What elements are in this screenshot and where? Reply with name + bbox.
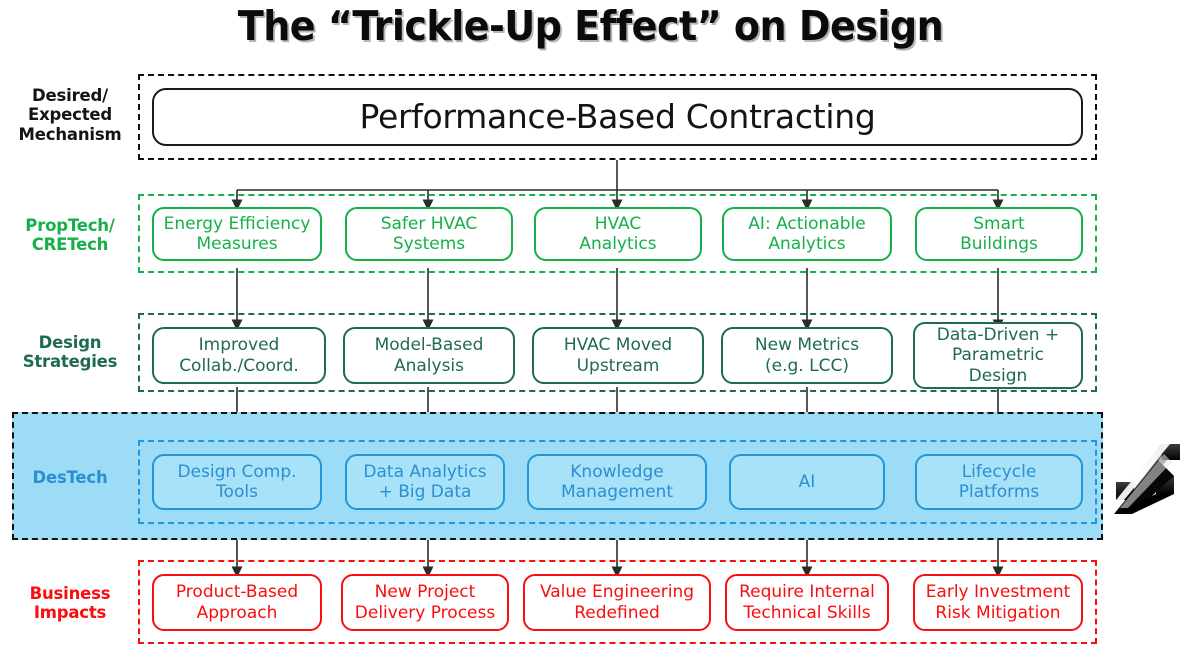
row-label-business-impacts: Business Impacts: [29, 584, 111, 623]
row-label-proptech: PropTech/ CRETech: [25, 216, 115, 255]
node-ai[interactable]: AI: [729, 454, 885, 510]
node-require-internal-technical-skills[interactable]: Require Internal Technical Skills: [725, 574, 889, 631]
node-hvac-analytics[interactable]: HVAC Analytics: [534, 207, 702, 261]
band-design-strategies: [138, 313, 1097, 392]
node-value-engineering-redefined[interactable]: Value Engineering Redefined: [523, 574, 711, 631]
node-design-comp-tools[interactable]: Design Comp. Tools: [152, 454, 322, 510]
row-label-destech: DesTech: [32, 468, 108, 487]
band-proptech: [138, 194, 1097, 273]
node-smart-buildings[interactable]: Smart Buildings: [915, 207, 1083, 261]
row-label-design-strategies: Design Strategies: [22, 333, 118, 372]
node-lifecycle-platforms[interactable]: Lifecycle Platforms: [915, 454, 1083, 510]
node-model-based-analysis[interactable]: Model-Based Analysis: [343, 327, 515, 384]
node-energy-efficiency-measures[interactable]: Energy Efficiency Measures: [152, 207, 322, 261]
band-destech-inner: [138, 440, 1097, 524]
row-label-mechanism: Desired/ Expected Mechanism: [18, 86, 122, 144]
node-improved-collab-coord[interactable]: Improved Collab./Coord.: [152, 327, 326, 384]
node-data-analytics-big-data[interactable]: Data Analytics + Big Data: [345, 454, 505, 510]
company-s-logo: [1110, 438, 1181, 520]
node-knowledge-management[interactable]: Knowledge Management: [527, 454, 707, 510]
node-hvac-moved-upstream[interactable]: HVAC Moved Upstream: [532, 327, 704, 384]
node-new-project-delivery-process[interactable]: New Project Delivery Process: [341, 574, 509, 631]
node-product-based-approach[interactable]: Product-Based Approach: [152, 574, 322, 631]
node-early-investment-risk-mitigation[interactable]: Early Investment Risk Mitigation: [913, 574, 1083, 631]
node-performance-based-contracting[interactable]: Performance-Based Contracting: [152, 88, 1083, 146]
node-data-driven-parametric-design[interactable]: Data-Driven + Parametric Design: [913, 322, 1083, 389]
node-safer-hvac-systems[interactable]: Safer HVAC Systems: [345, 207, 513, 261]
band-business-impacts: [138, 560, 1097, 644]
node-ai-actionable-analytics[interactable]: AI: Actionable Analytics: [722, 207, 892, 261]
band-mechanism: [138, 74, 1097, 160]
page-title: The “Trickle-Up Effect” on Design: [237, 2, 944, 50]
node-new-metrics-lcc[interactable]: New Metrics (e.g. LCC): [721, 327, 893, 384]
